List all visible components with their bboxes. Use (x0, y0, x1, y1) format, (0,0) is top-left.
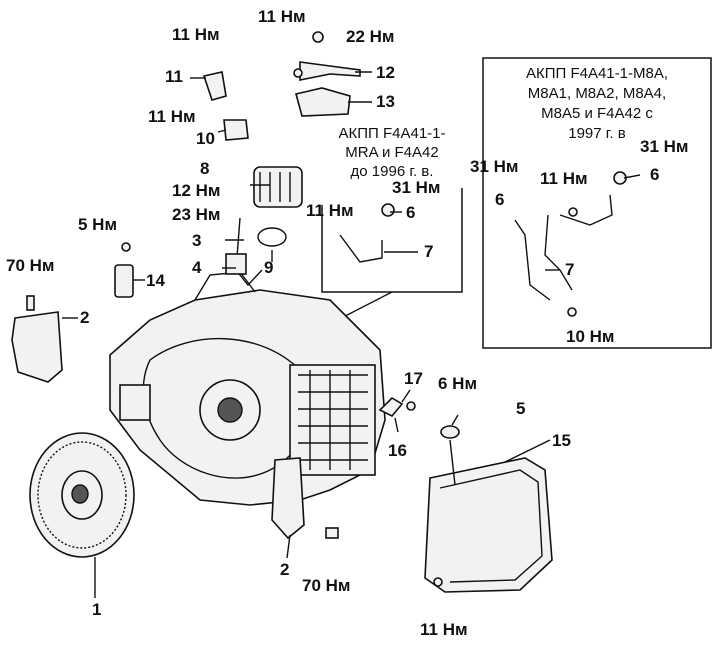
note-mra-line-3: до 1996 г. в. (351, 163, 434, 180)
pipe-bracket (225, 253, 247, 275)
oil-pipe (235, 217, 263, 287)
bolt-5nm (121, 242, 131, 252)
torque-23: 23 Нм (172, 205, 221, 224)
callout-5: 5 (516, 399, 525, 418)
note-m8a-line-2: M8A1, M8A2, M8A4, (528, 85, 666, 102)
oil-filter (253, 166, 303, 208)
torque-31-mra: 31 Нм (392, 178, 441, 197)
torque-11-pulse: 11 Нм (148, 107, 196, 126)
callout-15: 15 (552, 431, 571, 450)
bolt-10nm (567, 307, 577, 317)
callout-10: 10 (196, 129, 215, 148)
callout-2-left: 2 (80, 308, 89, 327)
bolt-6nm (406, 401, 416, 411)
torque-22: 22 Нм (346, 27, 395, 46)
callout-1: 1 (92, 600, 101, 619)
callout-12: 12 (376, 63, 395, 82)
oil-cooler-pipes-mra (339, 234, 383, 263)
torque-11-sensor: 11 Нм (172, 25, 220, 44)
torque-70-left: 70 Нм (6, 256, 55, 275)
torque-12: 12 Нм (172, 181, 221, 200)
mounting-bracket-bottom (271, 457, 305, 540)
callout-14: 14 (146, 271, 165, 290)
note-mra-line-2: MRA и F4A42 (345, 144, 438, 161)
mounting-bracket-left (11, 311, 63, 383)
callout-9: 9 (264, 258, 273, 277)
note-m8a-line-3: M8A5 и F4A42 с (541, 105, 653, 122)
callout-17: 17 (404, 369, 423, 388)
torque-31-m8a-right: 31 Нм (640, 137, 689, 156)
note-frame-m8a (482, 57, 712, 349)
leader-lines (62, 71, 641, 598)
o-ring (257, 227, 287, 247)
torque-5: 5 Нм (78, 215, 117, 234)
bolt-11nm-bottom (433, 577, 443, 587)
transmission-housing (109, 271, 386, 506)
callout-6-m8a-left: 6 (495, 190, 504, 209)
callout-6-m8a-right: 6 (650, 165, 659, 184)
note-m8a-line-1: АКПП F4A41-1-M8A, (526, 65, 668, 82)
callout-7-m8a: 7 (565, 260, 574, 279)
note-m8a-line-4: 1997 г. в (568, 125, 626, 142)
note-mra-line-1: АКПП F4A41-1- (339, 125, 446, 142)
torque-11-bottom: 11 Нм (420, 620, 468, 639)
sensor-14 (114, 264, 134, 298)
callout-8: 8 (200, 159, 209, 178)
oil-pan (424, 457, 553, 593)
callout-4: 4 (192, 258, 202, 277)
torque-11-m8a: 11 Нм (540, 169, 588, 188)
torque-11-mra: 11 Нм (306, 201, 354, 220)
callout-13: 13 (376, 92, 395, 111)
torque-converter (29, 432, 135, 558)
callout-6-mra: 6 (406, 203, 415, 222)
torque-70-bottom: 70 Нм (302, 576, 351, 595)
torque-10: 10 Нм (566, 327, 615, 346)
bolt-70nm-left (26, 295, 35, 311)
oil-cooler-pipes-m8a (514, 194, 613, 301)
bolt-6-mra (381, 203, 395, 217)
callout-16: 16 (388, 441, 407, 460)
callout-7-mra: 7 (424, 242, 433, 261)
lever-12 (299, 61, 361, 81)
bracket-13 (295, 87, 351, 117)
torque-6: 6 Нм (438, 374, 477, 393)
bolt-11nm-top (293, 68, 303, 78)
bolt-22nm (312, 31, 324, 43)
bolt-11nm-m8a (568, 207, 578, 217)
bolt-70nm-bottom (325, 527, 339, 539)
callout-2-bottom: 2 (280, 560, 289, 579)
torque-31-m8a-left: 31 Нм (470, 157, 519, 176)
pulse-generator (223, 119, 249, 141)
bracket-16 (378, 396, 404, 417)
dipstick (440, 425, 460, 486)
callout-11: 11 (165, 67, 183, 86)
torque-11-top: 11 Нм (258, 7, 306, 26)
callout-3: 3 (192, 231, 201, 250)
speed-sensor (202, 71, 227, 101)
